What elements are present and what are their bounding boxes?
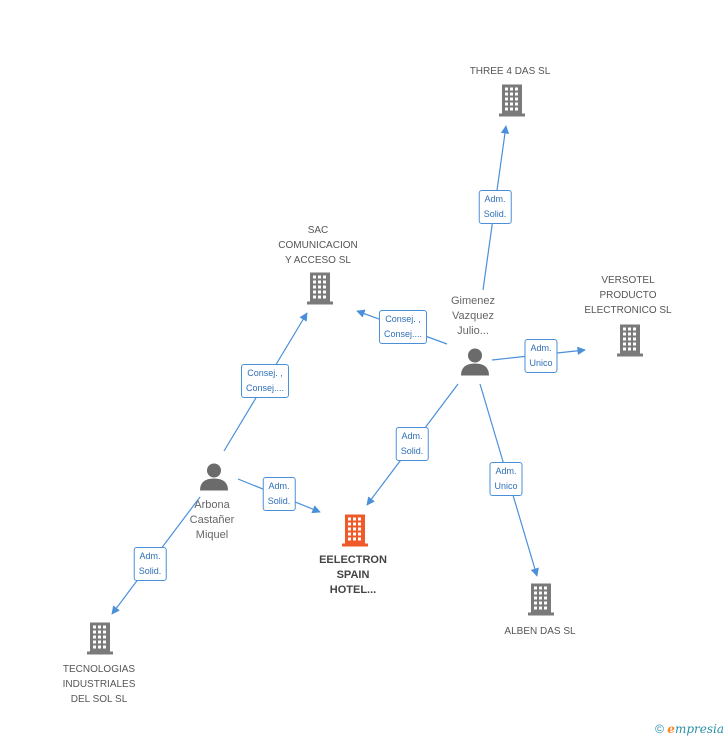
footer-brand: © empresia [655, 722, 724, 736]
brand-logo-text: mpresia [674, 722, 724, 736]
node-label-gimenez[interactable]: Gimenez Vazquez Julio... [450, 295, 496, 337]
edge-label[interactable]: Adm. Solid. [262, 477, 296, 511]
building-icon[interactable] [498, 83, 526, 122]
building-icon[interactable] [306, 271, 334, 310]
building-icon[interactable] [341, 513, 369, 552]
brand-logo-e: e [667, 722, 675, 736]
node-label-eelectron[interactable]: EELECTRON SPAIN HOTEL... [319, 554, 387, 596]
node-label-sac[interactable]: SAC COMUNICACION Y ACCESO SL [278, 225, 358, 266]
node-label-versotel[interactable]: VERSOTEL PRODUCTO ELECTRONICO SL [584, 275, 672, 316]
person-icon[interactable] [199, 462, 229, 497]
node-label-alben[interactable]: ALBEN DAS SL [504, 626, 576, 637]
building-icon[interactable] [86, 621, 114, 660]
edge-label[interactable]: Adm. Solid. [395, 427, 429, 461]
node-label-tecnologias[interactable]: TECNOLOGIAS INDUSTRIALES DEL SOL SL [62, 664, 136, 705]
edge-label[interactable]: Adm. Solid. [133, 547, 167, 581]
node-label-arbona[interactable]: Arbona Castañer Miquel [189, 499, 235, 541]
edge-label[interactable]: Adm. Unico [524, 339, 558, 373]
building-icon[interactable] [616, 323, 644, 362]
edge-label[interactable]: Adm. Unico [489, 462, 523, 496]
edge-label[interactable]: Adm. Solid. [478, 190, 512, 224]
edge-label[interactable]: Consej. , Consej.... [378, 310, 428, 344]
building-icon[interactable] [527, 582, 555, 621]
edge-label[interactable]: Consej. , Consej.... [240, 364, 290, 398]
node-label-three4das[interactable]: THREE 4 DAS SL [469, 66, 551, 77]
copyright-icon: © [655, 722, 664, 736]
person-icon[interactable] [460, 347, 490, 382]
